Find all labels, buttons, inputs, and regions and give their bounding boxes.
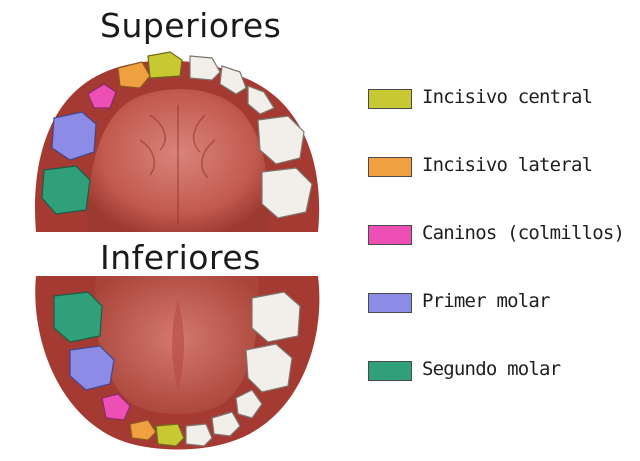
- second-molar-tooth: [41, 165, 91, 215]
- lateral-incisor-tooth: [117, 61, 151, 89]
- lower-canine-tooth: [101, 393, 131, 421]
- legend-item-first-molar: Primer molar: [368, 289, 638, 319]
- lower-jaw-title: Inferiores: [100, 238, 261, 277]
- first-molar-swatch: [368, 293, 412, 313]
- first-molar-tooth: [51, 111, 97, 161]
- canine-tooth: [87, 83, 117, 109]
- legend-item-second-molar: Segundo molar: [368, 357, 638, 387]
- upper-jaw: [34, 51, 320, 232]
- legend-item-central-incisor: Incisivo central: [368, 85, 638, 115]
- palate-ridges: [139, 105, 216, 225]
- upper-jaw-title: Superiores: [100, 6, 282, 45]
- lower-right-teeth: [185, 291, 301, 447]
- second-molar-swatch: [368, 361, 412, 381]
- upper-right-teeth: [189, 55, 313, 219]
- central-incisor-swatch: [368, 89, 412, 109]
- legend-label: Segundo molar: [422, 358, 561, 380]
- central-incisor-tooth: [147, 51, 183, 79]
- legend-label: Incisivo lateral: [422, 154, 593, 176]
- lower-lateral-incisor-tooth: [129, 419, 157, 441]
- legend-item-lateral-incisor: Incisivo lateral: [368, 153, 638, 183]
- lower-jaw: [35, 276, 320, 450]
- legend-label: Incisivo central: [422, 86, 593, 108]
- tongue-frenulum: [172, 300, 184, 390]
- lower-second-molar-tooth: [53, 291, 103, 343]
- lower-first-molar-tooth: [69, 345, 115, 391]
- legend-item-canine: Caninos (colmillos): [368, 221, 638, 251]
- lateral-incisor-swatch: [368, 157, 412, 177]
- lower-central-incisor-tooth: [155, 423, 185, 447]
- canine-swatch: [368, 225, 412, 245]
- legend-label: Caninos (colmillos): [422, 222, 625, 244]
- legend-label: Primer molar: [422, 290, 550, 312]
